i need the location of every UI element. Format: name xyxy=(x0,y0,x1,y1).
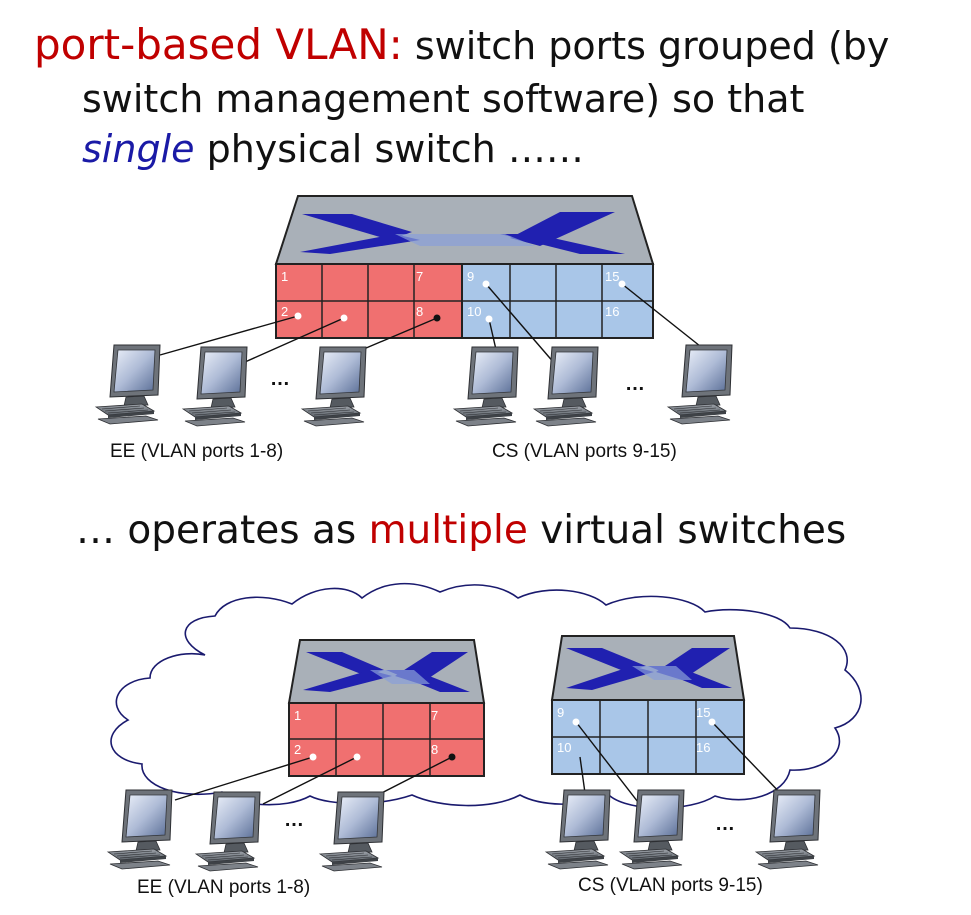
bottom-ellipsis-cs: … xyxy=(715,813,735,835)
top-ellipsis-cs: … xyxy=(625,373,645,395)
bottom-port-16: 16 xyxy=(696,740,710,755)
subtitle: … operates as multiple virtual switches xyxy=(76,508,846,554)
title-line-3-rest: physical switch …… xyxy=(194,127,584,171)
title-line-1: port-based VLAN: switch ports grouped (b… xyxy=(34,22,889,69)
top-ellipsis-ee: … xyxy=(270,368,290,390)
bottom-cs-caption: CS (VLAN ports 9-15) xyxy=(578,875,763,896)
top-port-10: 10 xyxy=(467,304,481,319)
bottom-port-15: 15 xyxy=(696,705,710,720)
bottom-links xyxy=(174,721,786,807)
cloud-shape xyxy=(110,582,862,809)
subtitle-suffix: virtual switches xyxy=(527,508,847,553)
bottom-pc-ee-1 xyxy=(107,789,173,870)
bottom-port-7: 7 xyxy=(431,708,438,723)
title-line-2: switch management software) so that xyxy=(82,77,805,121)
top-port-15: 15 xyxy=(605,269,619,284)
bottom-port-10: 10 xyxy=(557,740,571,755)
top-pc-cs-3 xyxy=(667,344,733,425)
top-port-8: 8 xyxy=(416,304,423,319)
bottom-port-1: 1 xyxy=(294,708,301,723)
top-ee-caption: EE (VLAN ports 1-8) xyxy=(110,441,283,462)
top-pc-cs-2 xyxy=(533,346,599,427)
bottom-pc-ee-2 xyxy=(195,791,261,872)
top-port-dots xyxy=(294,280,626,323)
subtitle-highlight: multiple xyxy=(368,508,528,553)
title-italic-single: single xyxy=(82,127,195,171)
top-port-2: 2 xyxy=(281,304,288,319)
bottom-ellipsis-ee: … xyxy=(284,809,304,831)
top-port-16: 16 xyxy=(605,304,619,319)
bottom-pc-ee-3 xyxy=(319,791,385,872)
bottom-port-2: 2 xyxy=(294,742,301,757)
bottom-cs-switch xyxy=(550,635,746,775)
top-links xyxy=(159,283,706,365)
bottom-port-8: 8 xyxy=(431,742,438,757)
top-cs-caption: CS (VLAN ports 9-15) xyxy=(492,441,677,462)
top-port-1: 1 xyxy=(281,269,288,284)
top-pc-cs-1 xyxy=(453,346,519,427)
bottom-port-dots xyxy=(309,718,716,761)
top-pc-ee-2 xyxy=(182,346,248,427)
title-highlight: port-based VLAN: xyxy=(34,20,403,69)
top-port-7: 7 xyxy=(416,269,423,284)
bottom-port-9: 9 xyxy=(557,705,564,720)
subtitle-prefix: … operates as xyxy=(76,508,369,553)
top-pc-ee-3 xyxy=(301,346,367,427)
bottom-ee-switch xyxy=(287,639,486,777)
top-port-9: 9 xyxy=(467,269,474,284)
bottom-ee-caption: EE (VLAN ports 1-8) xyxy=(137,877,310,898)
title-line-3: single physical switch …… xyxy=(82,126,584,172)
top-switch xyxy=(274,195,655,339)
bottom-pc-cs-3 xyxy=(755,789,821,870)
title-line-1-rest: switch ports grouped (by xyxy=(402,24,890,68)
top-pc-ee-1 xyxy=(95,344,161,425)
